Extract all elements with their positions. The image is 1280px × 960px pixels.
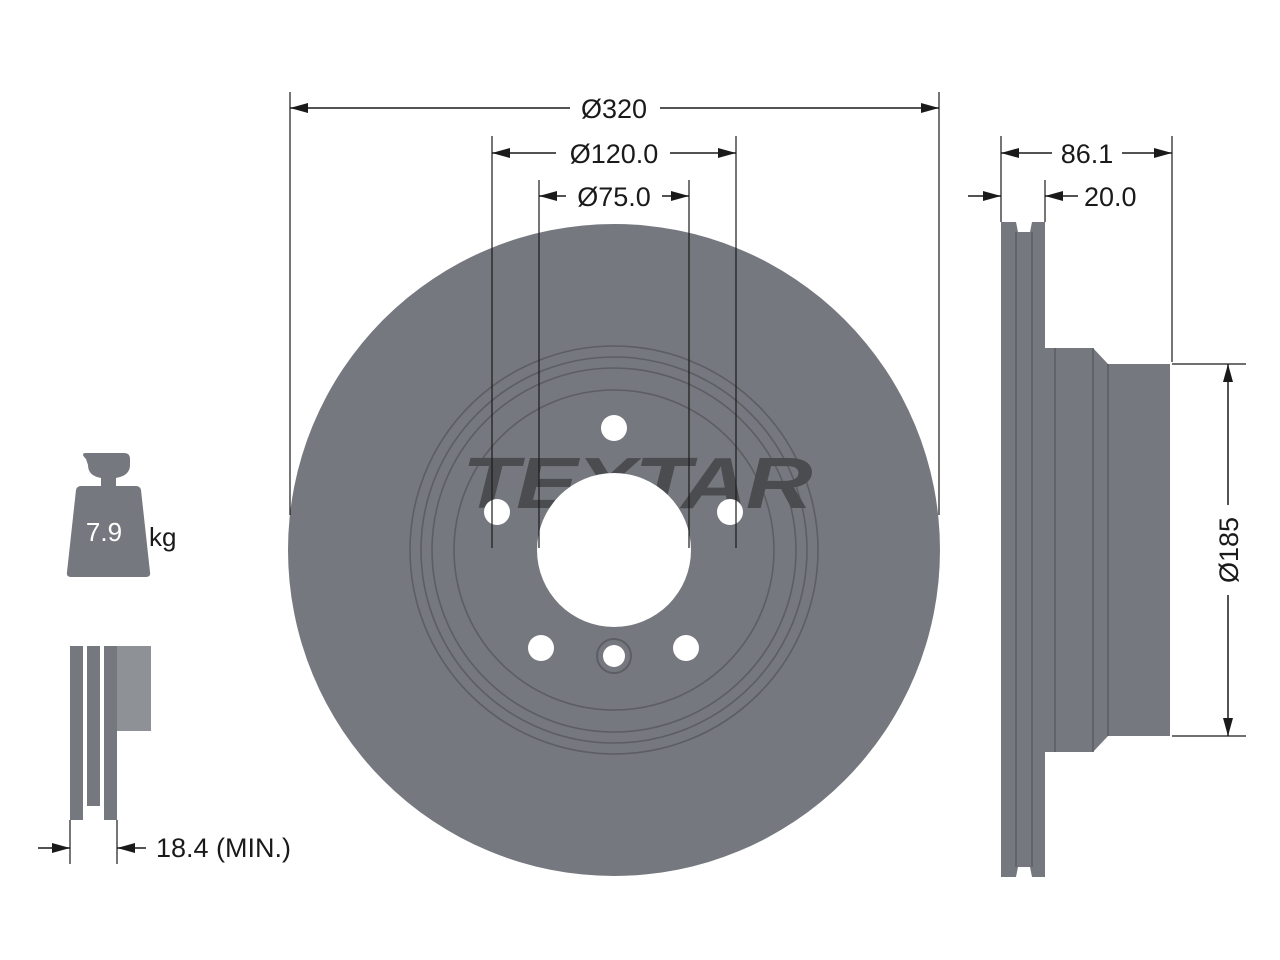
min-thickness-label: 18.4 (MIN.)	[156, 833, 291, 863]
bolt-hole-top	[601, 415, 627, 441]
hat-ring-2	[420, 356, 808, 744]
disc-front-view: TEXTAR	[288, 92, 940, 876]
weight-value: 7.9	[86, 517, 122, 547]
outer-diameter-label: Ø320	[581, 94, 647, 124]
bolt-hole-left	[484, 499, 510, 525]
hat-inner-ring	[453, 389, 775, 711]
friction-ring-profile	[1001, 222, 1045, 877]
dim-bolt-circle: Ø120.0	[492, 139, 736, 169]
center-bore	[537, 473, 691, 627]
dim-center-bore: Ø75.0	[539, 182, 689, 212]
disc-side-view	[1000, 136, 1246, 877]
center-bore-label: Ø75.0	[577, 182, 651, 212]
weight-unit: kg	[149, 522, 176, 552]
locating-hole-ring	[596, 638, 632, 674]
hat-ring-3	[431, 367, 797, 733]
hat-outer-ring	[409, 345, 819, 755]
total-height-label: 86.1	[1061, 139, 1114, 169]
dim-hat-diameter: Ø185	[1214, 364, 1244, 736]
min-thickness-section	[69, 646, 151, 864]
dim-total-height: 86.1	[1001, 139, 1172, 169]
dim-disc-thickness: 20.0	[968, 182, 1137, 212]
locating-hole	[603, 645, 625, 667]
bolt-hole-bottom-right	[673, 635, 699, 661]
dim-outer-diameter: Ø320	[290, 94, 939, 124]
dim-min-thickness: 18.4 (MIN.)	[38, 833, 291, 863]
bolt-circle-label: Ø120.0	[570, 139, 659, 169]
disc-thickness-label: 20.0	[1084, 182, 1137, 212]
bolt-hole-bottom-left	[528, 635, 554, 661]
hat-diameter-label: Ø185	[1214, 517, 1244, 583]
bolt-hole-right	[717, 499, 743, 525]
weight-icon: 7.9	[66, 453, 151, 577]
